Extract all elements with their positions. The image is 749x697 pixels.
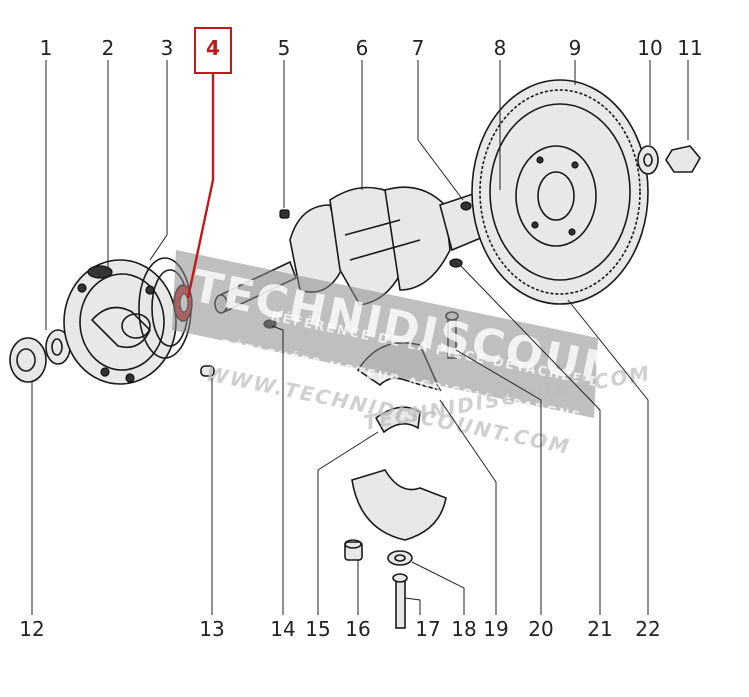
part-2-pump-cover (63, 259, 177, 385)
label-4: 4 (206, 36, 220, 60)
label-2: 2 (102, 36, 115, 60)
label-8: 8 (494, 36, 507, 60)
part-15-bearing-shell (374, 406, 421, 434)
part-11-nut (665, 145, 701, 173)
label-19: 19 (483, 617, 508, 641)
highlight-leader (186, 73, 215, 299)
label-3: 3 (161, 36, 174, 60)
label-21: 21 (587, 617, 612, 641)
label-10: 10 (637, 36, 662, 60)
part-key-small (449, 258, 463, 268)
label-1: 1 (40, 36, 53, 60)
highlight-callout-4 (186, 27, 232, 299)
label-6: 6 (356, 36, 369, 60)
label-22: 22 (635, 617, 660, 641)
label-11: 11 (677, 36, 702, 60)
label-17: 17 (415, 617, 440, 641)
label-14: 14 (270, 617, 295, 641)
label-16: 16 (345, 617, 370, 641)
part-13-pin (200, 365, 215, 377)
part-16-bushing (344, 539, 363, 561)
part-5-key (279, 209, 290, 219)
label-7: 7 (412, 36, 425, 60)
label-5: 5 (278, 36, 291, 60)
part-7-key (460, 201, 472, 211)
label-13: 13 (199, 617, 224, 641)
part-1-washer (45, 329, 71, 365)
top-labels: 1 2 3 4 5 6 7 8 9 10 11 (40, 36, 703, 60)
part-18-washer (387, 550, 413, 566)
label-9: 9 (569, 36, 582, 60)
part-17-bolt (392, 573, 408, 629)
part-9-flywheel (471, 79, 649, 305)
label-12: 12 (19, 617, 44, 641)
part-10-washer (637, 145, 659, 175)
leader-lines (31, 60, 689, 615)
label-18: 18 (451, 617, 476, 641)
bottom-labels: 12 13 14 15 16 17 18 19 20 21 22 (19, 617, 660, 641)
part-12-nut (9, 337, 47, 383)
label-20: 20 (528, 617, 553, 641)
label-15: 15 (305, 617, 330, 641)
part-19-counterweight (351, 469, 447, 541)
